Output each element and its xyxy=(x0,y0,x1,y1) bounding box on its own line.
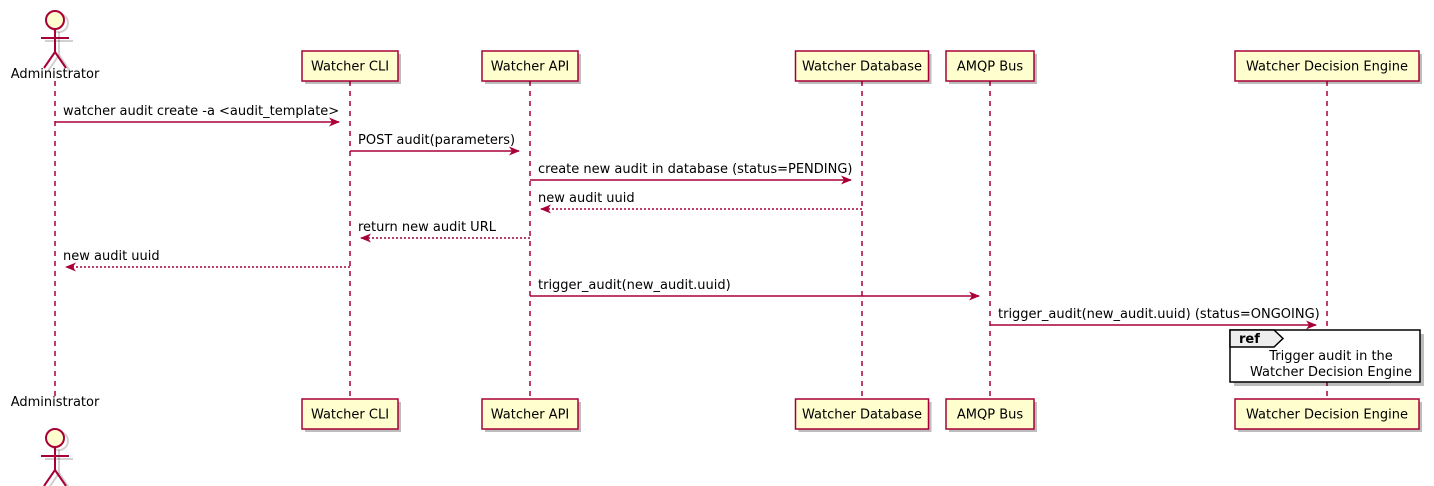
message-5[interactable]: return new audit URL xyxy=(358,220,530,243)
participant-box xyxy=(301,50,399,82)
message-label: new audit uuid xyxy=(538,191,635,206)
participant-box xyxy=(481,50,579,82)
message-label: new audit uuid xyxy=(63,249,160,264)
participant-label: Watcher API xyxy=(491,60,570,75)
messages-layer: watcher audit create -a <audit_template>… xyxy=(55,104,1320,330)
message-8[interactable]: trigger_audit(new_audit.uuid) (status=ON… xyxy=(990,307,1320,330)
participant-watcher-api-top[interactable]: Watcher API xyxy=(481,50,581,84)
actor-head xyxy=(45,10,65,30)
participant-label: AMQP Bus xyxy=(957,60,1023,75)
participant-watcher-database-bottom[interactable]: Watcher Database xyxy=(794,398,932,432)
participant-watcher-api-bottom[interactable]: Watcher API xyxy=(481,398,581,432)
actor-leg-left xyxy=(43,469,56,486)
participant-watcher-database-top[interactable]: Watcher Database xyxy=(794,50,932,84)
participant-box xyxy=(794,50,930,82)
participant-box xyxy=(301,398,399,430)
participant-box xyxy=(1234,398,1420,430)
participants-layer: Watcher CLI Watcher CLI Watcher API Watcher… xyxy=(301,50,1422,432)
actor-leg-r-shadow xyxy=(58,472,70,486)
actor-label: Administrator xyxy=(11,67,100,82)
message-label: POST audit(parameters) xyxy=(358,133,515,148)
message-3[interactable]: create new audit in database (status=PEN… xyxy=(530,162,853,185)
message-label: trigger_audit(new_audit.uuid) (status=ON… xyxy=(998,307,1320,322)
actor-leg-r-shadow xyxy=(58,54,71,72)
participant-box xyxy=(481,398,579,430)
participant-label: Watcher Database xyxy=(802,60,922,75)
participant-label: Watcher CLI xyxy=(311,60,389,75)
participant-watcher-decision-engine-top[interactable]: Watcher Decision Engine xyxy=(1234,50,1422,84)
participant-watcher-decision-engine-bottom[interactable]: Watcher Decision Engine xyxy=(1234,398,1422,432)
actor-leg-right xyxy=(54,51,67,69)
ref-body-line: Trigger audit in the xyxy=(1268,349,1393,364)
participant-label: Watcher API xyxy=(491,408,570,423)
actor-leg-right xyxy=(54,469,67,486)
message-label: return new audit URL xyxy=(358,220,497,235)
participant-label: Watcher CLI xyxy=(311,408,389,423)
actor-leg-l-shadow xyxy=(48,472,60,486)
participant-box xyxy=(945,50,1035,82)
message-1[interactable]: watcher audit create -a <audit_template> xyxy=(55,104,340,127)
participant-label: Watcher Decision Engine xyxy=(1246,60,1408,75)
message-label: create new audit in database (status=PEN… xyxy=(538,162,853,177)
actor-leg-l-shadow xyxy=(47,54,60,72)
message-label: trigger_audit(new_audit.uuid) xyxy=(538,278,731,293)
message-7[interactable]: trigger_audit(new_audit.uuid) xyxy=(530,278,980,301)
actor-administrator-top[interactable]: Administrator xyxy=(11,10,100,82)
participant-watcher-cli-top[interactable]: Watcher CLI xyxy=(301,50,401,84)
lifelines-layer xyxy=(54,81,1328,398)
actor-head xyxy=(45,428,65,448)
participant-label: AMQP Bus xyxy=(957,408,1023,423)
participant-amqp-bus-top[interactable]: AMQP Bus xyxy=(945,50,1037,84)
participant-label: Watcher Database xyxy=(802,408,922,423)
participant-box xyxy=(1234,50,1420,82)
ref-body-line: Watcher Decision Engine xyxy=(1250,365,1412,380)
ref-tab xyxy=(1229,329,1285,348)
participant-box xyxy=(945,398,1035,430)
ref-tab-label: ref xyxy=(1239,332,1260,347)
participant-watcher-cli-bottom[interactable]: Watcher CLI xyxy=(301,398,401,432)
participant-amqp-bus-bottom[interactable]: AMQP Bus xyxy=(945,398,1037,432)
message-4[interactable]: new audit uuid xyxy=(538,191,862,214)
actor-leg-left xyxy=(43,51,56,69)
message-label: watcher audit create -a <audit_template> xyxy=(63,104,339,119)
actor-administrator-bottom[interactable]: Administrator xyxy=(11,395,100,486)
participant-box xyxy=(794,398,930,430)
actor-label: Administrator xyxy=(11,395,100,410)
participant-label: Watcher Decision Engine xyxy=(1246,408,1408,423)
message-6[interactable]: new audit uuid xyxy=(63,249,350,272)
message-2[interactable]: POST audit(parameters) xyxy=(350,133,520,156)
